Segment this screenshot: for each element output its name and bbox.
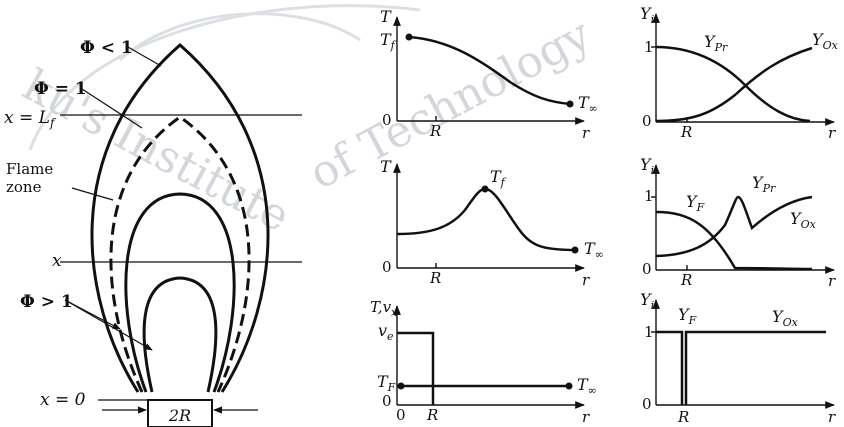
t1-point-tf [405, 33, 413, 41]
label-flame: Flame [6, 160, 53, 178]
plot-t2: T Tf 0 R T∞ r [380, 157, 604, 289]
t1-zero: 0 [382, 111, 392, 129]
y2-zero-label: 0 [642, 260, 652, 278]
y2-yf-label: YF [686, 192, 705, 214]
t2-point-tinf [571, 246, 579, 254]
y1-x-label: r [828, 124, 836, 142]
y2-x-label: r [828, 272, 836, 290]
t1-tf-label: Tf [380, 30, 397, 52]
plot-y3: Yi 1 0 R YF YOx r [640, 290, 836, 426]
t2-tf-label: Tf [490, 167, 507, 189]
burner-port [147, 399, 213, 427]
y3-x-label: r [828, 408, 836, 426]
y2-curve-yf [655, 210, 813, 271]
label-x-lf: x = Lf [4, 108, 57, 130]
y2-y-label: Yi [640, 155, 654, 177]
y3-yf-label: YF [678, 305, 697, 327]
y1-ypr-label: YPr [704, 32, 728, 54]
plot-y2: Yi 1 0 R YF YPr YOx r [640, 155, 836, 290]
y3-zero-label: 0 [642, 395, 652, 413]
y1-y-label: Yi [640, 4, 654, 26]
y1-zero-label: 0 [642, 112, 652, 130]
y2-one-label: 1 [644, 187, 654, 205]
t2-x-label: r [582, 271, 590, 289]
label-phi-lt1: Φ < 1 [80, 38, 133, 58]
t1-y-label: T [380, 7, 392, 26]
y1-one-label: 1 [644, 38, 654, 56]
t1-curve [408, 35, 571, 106]
label-zone: zone [6, 178, 42, 196]
leader-phi-lt1 [127, 46, 162, 67]
y2-ypr-label: YPr [752, 173, 776, 195]
y3-curve-yox [684, 330, 826, 405]
t2-r-tick-label: R [429, 269, 441, 287]
plot-y1: Yi 1 0 R YPr YOx r [640, 4, 839, 142]
y3-one-label: 1 [644, 323, 654, 341]
t3-x-label: r [582, 408, 590, 426]
t1-r-tick-label: R [429, 122, 441, 140]
t3-ve-label: ve [378, 321, 394, 343]
t2-zero: 0 [382, 258, 392, 276]
watermark-text-right: of Technology [301, 9, 599, 200]
plot-t1: T Tf 0 R T∞ r [380, 7, 598, 142]
flame-contour-phi-eq1 [109, 115, 251, 393]
label-phi-eq1: Φ = 1 [34, 79, 87, 99]
t3-point-tF [397, 382, 405, 390]
leader-flame-zone [71, 187, 114, 201]
t3-zero-x: 0 [396, 406, 406, 424]
t3-velocity-profile [397, 331, 435, 405]
t1-point-tinf [566, 100, 574, 108]
label-2r: 2R [168, 406, 191, 425]
y1-yox-label: YOx [812, 30, 839, 52]
flame-contour-phi-gt1-inner [142, 276, 218, 393]
y1-r-tick-label: R [680, 123, 692, 141]
t3-y-label: T,vx [370, 298, 398, 319]
t2-y-label: T [380, 157, 392, 176]
y3-y-label: Yi [640, 290, 654, 312]
y3-yox-label: YOx [772, 307, 799, 329]
flame-labels: Φ < 1 Φ = 1 x = Lf Flame zone x Φ > 1 x … [4, 38, 191, 425]
flame-diagram [60, 43, 302, 427]
t2-point-tf [481, 185, 489, 193]
y3-r-tick-label: R [677, 408, 689, 426]
t2-tinf-label: T∞ [584, 239, 604, 261]
t3-point-tinf [565, 382, 573, 390]
t1-x-label: r [582, 124, 590, 142]
t3-r-tick-label: R [426, 406, 438, 424]
label-x-mid: x [52, 251, 62, 271]
label-phi-gt1: Φ > 1 [20, 292, 73, 312]
y3-curve-yf [656, 330, 684, 405]
watermark-seal-arc [28, 4, 421, 151]
t1-tinf-label: T∞ [578, 93, 598, 115]
t3-zero-y: 0 [382, 392, 392, 410]
y2-yox-label: YOx [790, 209, 817, 231]
y1-curve-yox [655, 46, 813, 123]
t3-tF-label: TF [377, 372, 396, 394]
flame-contour-phi-lt1 [90, 43, 270, 393]
watermark-seal-ornament [118, 12, 361, 62]
y2-r-tick-label: R [680, 271, 692, 289]
plot-t3: T,vx ve TF 0 0 R T∞ r [370, 298, 597, 426]
leader-phi-eq1 [81, 88, 143, 129]
t2-curve [396, 187, 576, 252]
t3-tinf-label: T∞ [577, 375, 597, 397]
leader-phi-gt1-b [64, 299, 153, 351]
flame-contour-phi-gt1-outer [124, 192, 236, 393]
y2-curve-ypr-yox [655, 195, 813, 258]
label-x-zero: x = 0 [40, 390, 86, 410]
